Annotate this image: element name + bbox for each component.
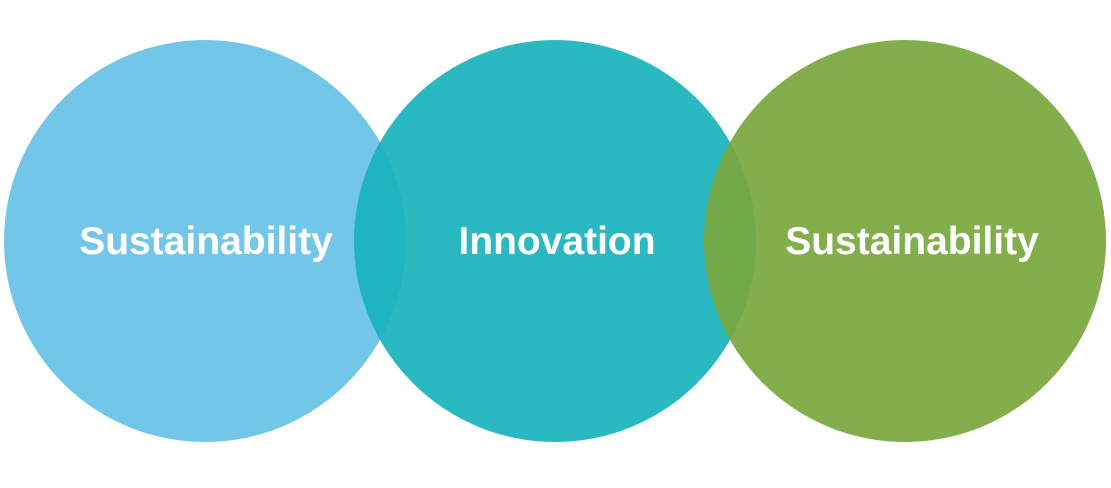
circle-label-right: Sustainability xyxy=(785,220,1039,263)
circle-sustainability-left xyxy=(4,40,406,442)
circle-label-middle: Innovation xyxy=(458,220,656,263)
circle-innovation xyxy=(354,40,756,442)
circle-sustainability-right xyxy=(704,40,1106,442)
circle-label-left: Sustainability xyxy=(79,220,333,263)
